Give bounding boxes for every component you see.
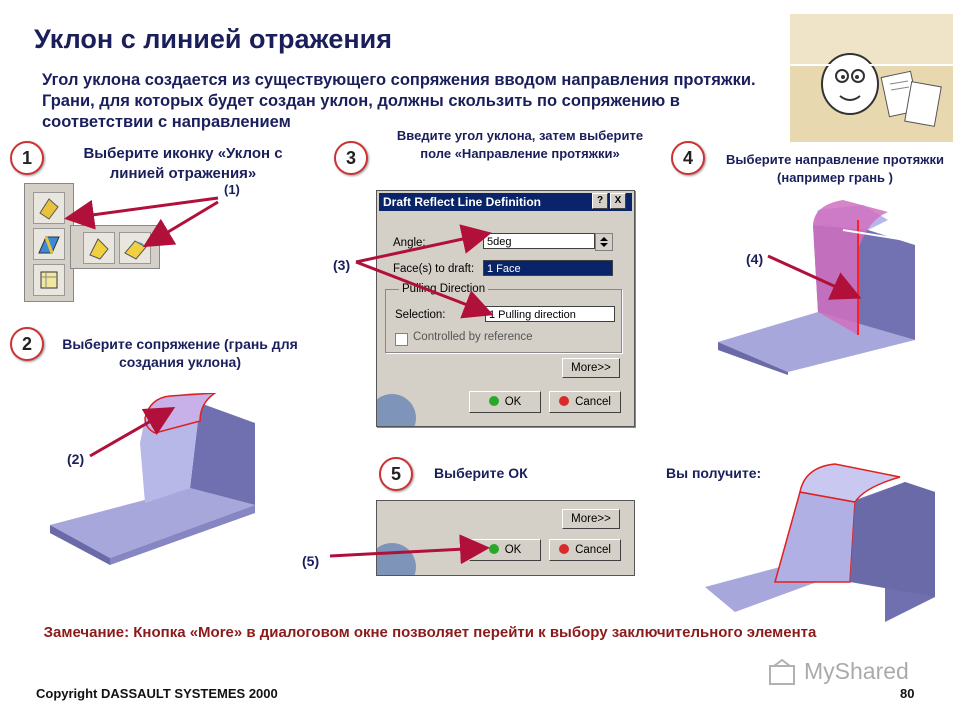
cancel-button[interactable]: Cancel bbox=[549, 391, 621, 413]
divider bbox=[775, 64, 960, 66]
arrow-5 bbox=[329, 534, 490, 565]
controlled-checkbox[interactable] bbox=[395, 333, 408, 346]
step-5-callout: (5) bbox=[302, 553, 320, 569]
angle-label: Angle: bbox=[393, 237, 426, 249]
dialog-title: Draft Reflect Line Definition bbox=[379, 193, 632, 211]
cartoon-figure-icon bbox=[790, 53, 953, 142]
close-button[interactable]: X bbox=[610, 193, 626, 209]
step-3-number: 3 bbox=[334, 141, 368, 175]
intro-text: Угол уклона создается из существующего с… bbox=[42, 71, 756, 131]
ok-dot-icon bbox=[488, 396, 499, 406]
ok-label: OK bbox=[504, 396, 522, 408]
faces-label: Face(s) to draft: bbox=[393, 263, 475, 275]
more-button[interactable]: More>> bbox=[562, 358, 620, 378]
ok-button[interactable]: OK bbox=[469, 391, 541, 413]
draft-reflect-line-dialog: Draft Reflect Line Definition ? X Angle:… bbox=[376, 190, 635, 427]
cancel-label-2: Cancel bbox=[575, 544, 611, 556]
step-4-number: 4 bbox=[671, 141, 705, 175]
arrow-1a bbox=[64, 196, 219, 230]
page-number: 80 bbox=[900, 686, 915, 701]
page-title: Уклон с линией отражения bbox=[34, 24, 393, 54]
part-before-image bbox=[50, 388, 260, 565]
draft-reflect-line-icon[interactable] bbox=[83, 232, 115, 264]
step-4-text: Выберите направление протяжки (например … bbox=[726, 152, 944, 185]
ok-dot-icon-2 bbox=[488, 544, 499, 554]
part-step4-image bbox=[718, 200, 919, 375]
cancel-dot-icon bbox=[559, 396, 570, 406]
draft-box-icon[interactable] bbox=[33, 264, 65, 296]
draft-alt-icon[interactable] bbox=[119, 232, 151, 264]
cancel-dot-icon-2 bbox=[559, 544, 570, 554]
cancel-label: Cancel bbox=[575, 396, 611, 408]
arrow-4 bbox=[767, 254, 862, 300]
controlled-label: Controlled by reference bbox=[413, 331, 533, 343]
ok-label-2: OK bbox=[504, 544, 522, 556]
step-1-number: 1 bbox=[10, 141, 44, 175]
part-result-image bbox=[705, 462, 955, 622]
cancel-button-2[interactable]: Cancel bbox=[549, 539, 621, 561]
step-1-text: Выберите иконку «Уклон с линией отражени… bbox=[83, 145, 283, 182]
step-1-callout: (1) bbox=[224, 182, 240, 197]
step-2-text: Выберите сопряжение (грань для создания … bbox=[62, 336, 298, 370]
step-2-number: 2 bbox=[10, 327, 44, 361]
draft-icon[interactable] bbox=[33, 192, 65, 224]
angle-spinner[interactable] bbox=[595, 233, 613, 251]
arrow-3a bbox=[355, 224, 492, 264]
watermark: MyShared bbox=[768, 656, 938, 690]
step-5-number: 5 bbox=[379, 457, 413, 491]
faces-field[interactable]: 1 Face bbox=[483, 260, 613, 276]
cartoon-image bbox=[790, 14, 953, 142]
step-2-callout: (2) bbox=[67, 451, 85, 467]
dialog-ok-crop: More>> OK Cancel bbox=[376, 500, 635, 576]
help-button[interactable]: ? bbox=[592, 193, 608, 209]
copyright: Copyright DASSAULT SYSTEMES 2000 bbox=[36, 686, 278, 701]
step-5-text: Выберите ОК bbox=[434, 465, 528, 481]
arrow-2 bbox=[89, 407, 176, 458]
more-button-2[interactable]: More>> bbox=[562, 509, 620, 529]
result-label: Вы получите: bbox=[666, 465, 762, 481]
draft-variable-icon[interactable] bbox=[33, 228, 65, 260]
note-text: Замечание: Кнопка «More» в диалоговом ок… bbox=[43, 624, 817, 641]
dialog-bg-globe-icon bbox=[377, 394, 416, 426]
step-3-text: Введите угол уклона, затем выберите поле… bbox=[396, 128, 644, 161]
watermark-text: MyShared bbox=[804, 658, 909, 684]
step-3-callout: (3) bbox=[333, 257, 351, 273]
angle-field[interactable]: 5deg bbox=[483, 233, 595, 249]
arrow-3b bbox=[355, 260, 494, 319]
watermark-logo-icon bbox=[769, 658, 795, 685]
arrow-1b bbox=[142, 200, 219, 248]
step-4-callout: (4) bbox=[746, 251, 764, 267]
pulling-direction-group bbox=[385, 289, 622, 353]
selection-label: Selection: bbox=[395, 309, 446, 321]
selection-field[interactable]: 1 Pulling direction bbox=[485, 306, 615, 322]
